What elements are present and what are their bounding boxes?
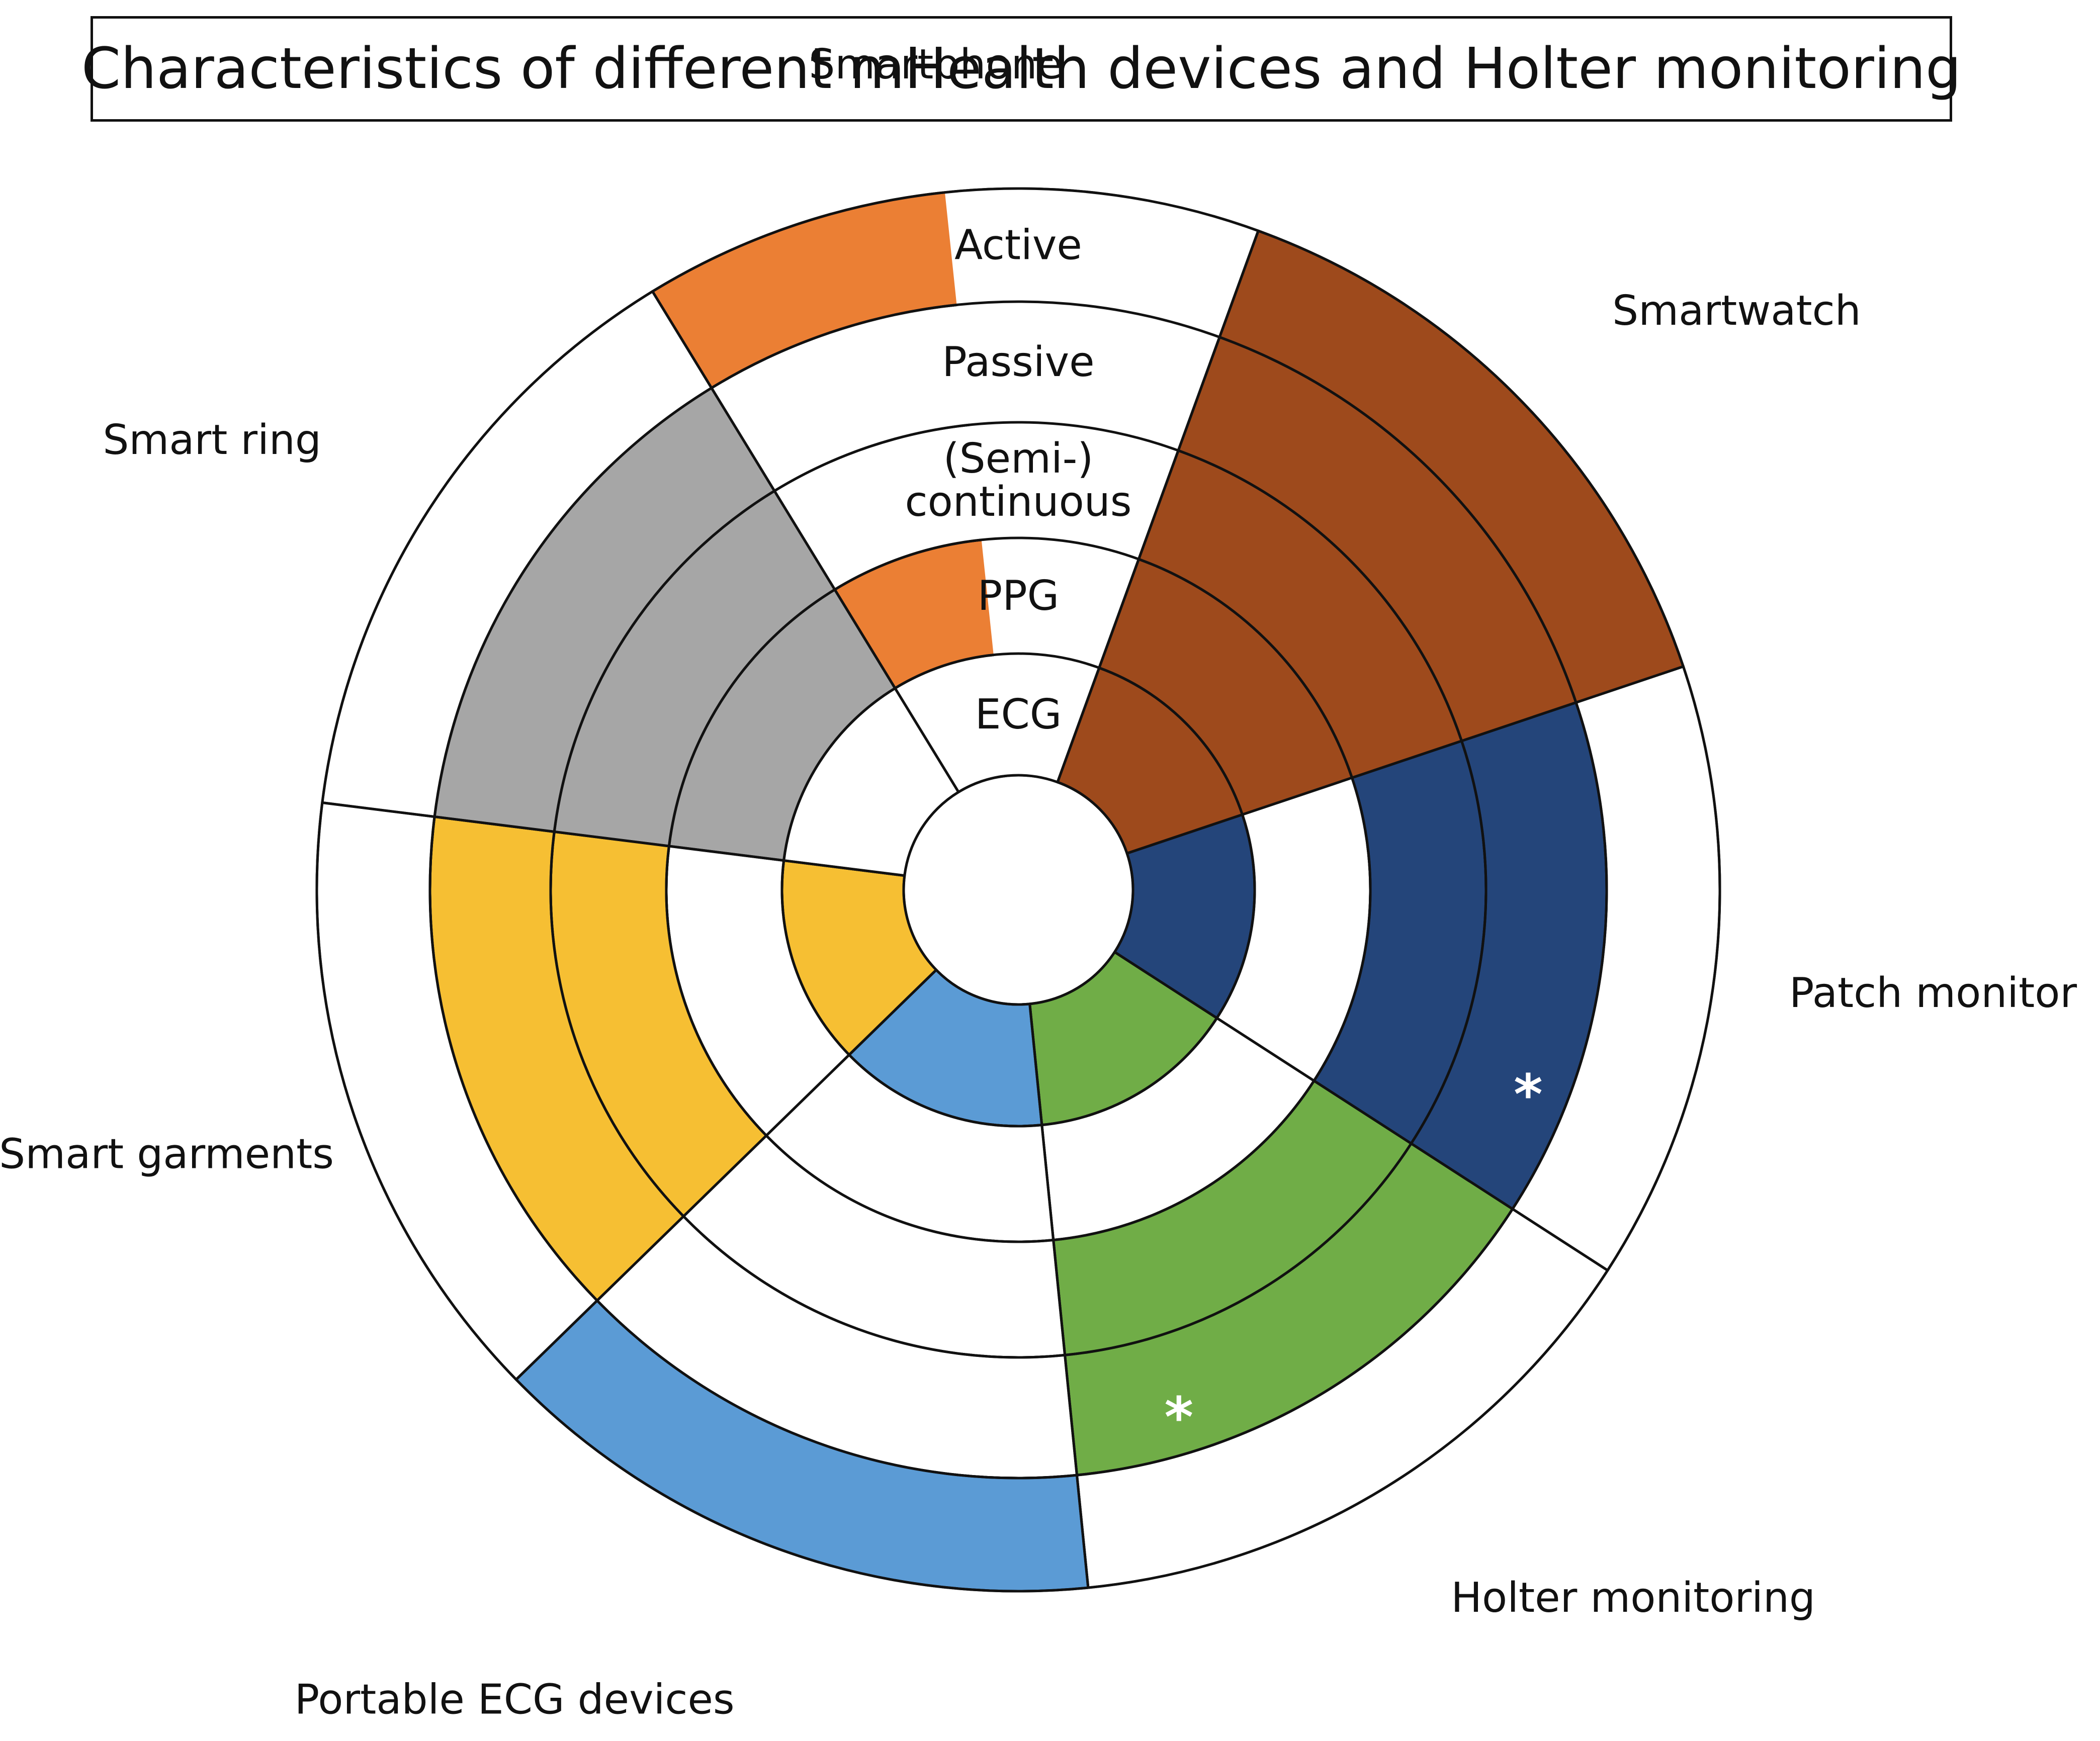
center-hole bbox=[902, 774, 1134, 1006]
sector-divider bbox=[1056, 230, 1260, 783]
ring-boundary-5 bbox=[315, 187, 1721, 1593]
sector-divider bbox=[1114, 951, 1609, 1271]
label-wedge-continuous bbox=[969, 422, 1179, 560]
footnote-marker-patch-monitor: * bbox=[1514, 1062, 1543, 1127]
label-wedge-ecg bbox=[993, 654, 1099, 782]
ring-boundary-1 bbox=[780, 652, 1256, 1128]
ring-label-active: Active bbox=[954, 222, 1082, 269]
ring-label-continuous: (Semi-) bbox=[943, 435, 1094, 483]
title-box: Characteristics of different mHealth dev… bbox=[81, 16, 1961, 122]
sector-divider bbox=[515, 969, 937, 1381]
label-wedge-active bbox=[944, 189, 1259, 337]
ring-boundary-3 bbox=[549, 421, 1488, 1359]
sector-divider bbox=[322, 801, 905, 877]
footnote-marker-holter-monitoring: * bbox=[1164, 1385, 1193, 1449]
label-wedge-passive bbox=[956, 301, 1220, 451]
device-label-smart-ring: Smart ring bbox=[103, 416, 321, 464]
device-label-holter-monitoring: Holter monitoring bbox=[1451, 1574, 1815, 1622]
label-wedge-ppg bbox=[981, 538, 1139, 668]
ring-label-ppg: PPG bbox=[978, 572, 1059, 620]
sector-divider bbox=[651, 291, 960, 793]
device-label-portable-ecg-devices: Portable ECG devices bbox=[295, 1676, 735, 1723]
device-label-smartphone: Smartphone bbox=[809, 41, 1063, 88]
ring-label-ecg: ECG bbox=[975, 691, 1062, 739]
device-label-patch-monitor: Patch monitor bbox=[1789, 969, 2077, 1017]
device-label-smartwatch: Smartwatch bbox=[1612, 287, 1861, 335]
ring-boundary-2 bbox=[665, 536, 1372, 1243]
sector-divider bbox=[1126, 665, 1684, 855]
sector-divider bbox=[1028, 1003, 1090, 1588]
ring-label-passive: Passive bbox=[942, 338, 1094, 386]
ring-label-continuous: continuous bbox=[905, 478, 1132, 526]
ring-boundary-4 bbox=[428, 300, 1608, 1480]
diagram-title: Characteristics of different mHealth dev… bbox=[81, 36, 1962, 102]
device-label-smart-garments: Smart garments bbox=[0, 1131, 334, 1178]
